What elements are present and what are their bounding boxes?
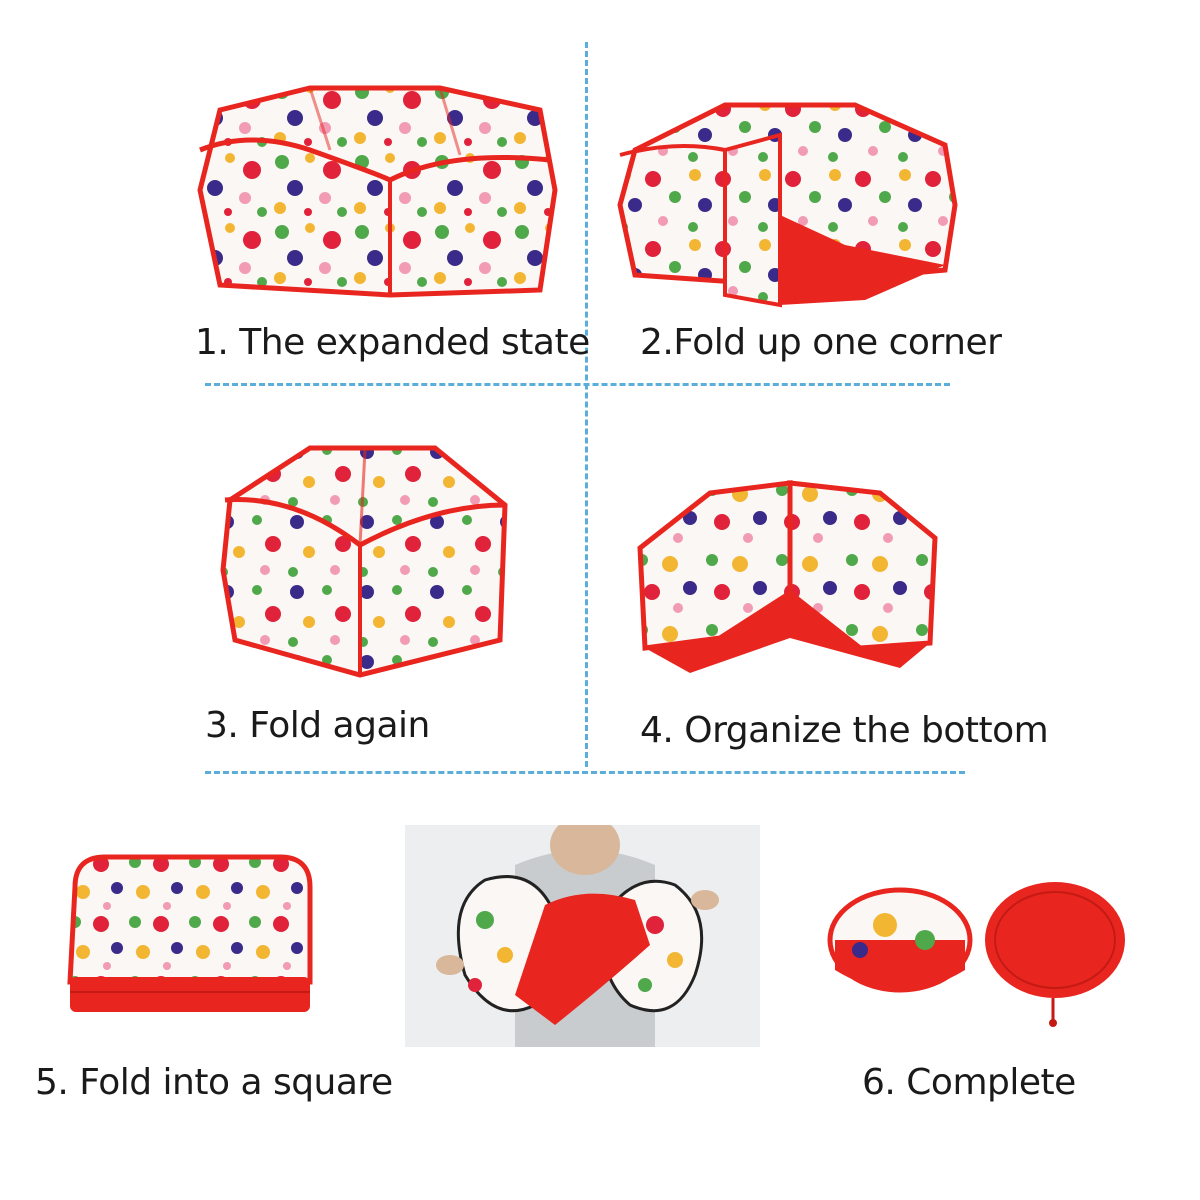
twisting-photo xyxy=(405,825,760,1047)
step-2-caption: 2.Fold up one corner xyxy=(640,322,1002,363)
step-5-caption: 5. Fold into a square xyxy=(35,1062,393,1103)
expanded-playpen-illustration xyxy=(197,85,558,298)
step-4-image xyxy=(630,478,945,678)
fold-again-illustration xyxy=(220,445,508,678)
step-2-image xyxy=(615,95,960,315)
step-1-image xyxy=(190,80,570,305)
complete-illustration xyxy=(827,882,1125,1027)
step-4-caption: 4. Organize the bottom xyxy=(640,710,1049,751)
step-3-caption: 3. Fold again xyxy=(205,705,430,746)
person-twisting-illustration xyxy=(405,825,760,1047)
step-3-image xyxy=(215,440,515,685)
divider-horizontal-2 xyxy=(205,771,965,774)
divider-vertical xyxy=(585,42,588,767)
step-1-caption: 1. The expanded state xyxy=(195,322,590,363)
step-6-caption: 6. Complete xyxy=(862,1062,1076,1103)
fold-corner-illustration xyxy=(617,102,958,308)
step-5-image xyxy=(65,852,315,1017)
step-6-image xyxy=(825,880,1130,1030)
folded-square-illustration xyxy=(67,854,313,1012)
divider-horizontal-1 xyxy=(205,383,950,386)
organize-bottom-illustration xyxy=(637,480,938,673)
